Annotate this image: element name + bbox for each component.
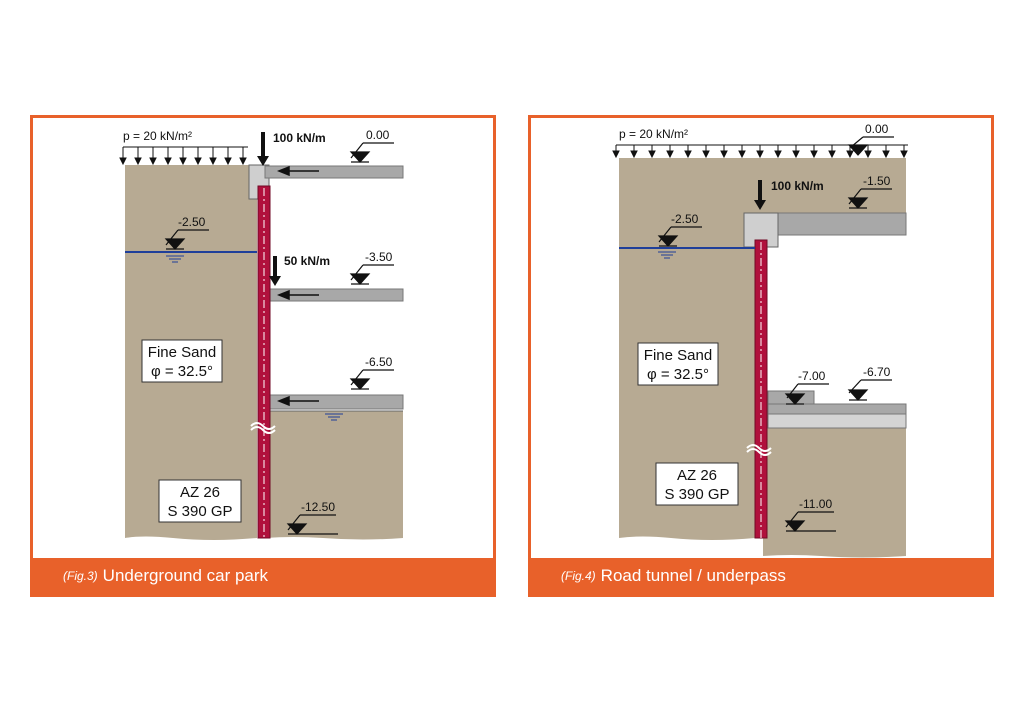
level-marker-water (657, 226, 702, 247)
level-marker-top (349, 142, 394, 163)
base-slab (767, 403, 907, 415)
figure-underground-car-park: p = 20 kN/m² 100 kN/m 50 kN/m 0.00 -2.50… (30, 115, 496, 597)
level-roof-label: -1.50 (863, 174, 891, 188)
caption-bar: (Fig.3) Underground car park (33, 558, 493, 594)
break-mark (746, 444, 772, 452)
soil-friction-angle: φ = 32.5° (151, 363, 213, 380)
surcharge-load (119, 146, 248, 166)
level-marker-top (847, 136, 894, 156)
soil-name: Fine Sand (148, 344, 216, 361)
surcharge-label: p = 20 kN/m² (619, 127, 688, 141)
soil-excavation-base (265, 411, 403, 540)
point-load-top-arrow (754, 180, 766, 210)
level-toe-label: -11.00 (799, 497, 832, 511)
point-load-top-label: 100 kN/m (771, 179, 824, 193)
water-symbol-left (166, 255, 184, 263)
figure-road-tunnel: p = 20 kN/m² 100 kN/m 0.00 -1.50 -2.50 -… (528, 115, 994, 597)
level-marker-toe (286, 514, 338, 535)
sheet-pile-wall (257, 185, 271, 539)
roof-slab (762, 212, 907, 236)
soil-mass (619, 158, 906, 540)
level-marker-slab2 (349, 264, 394, 285)
level-marker-slab3 (349, 369, 394, 390)
figure-title: Underground car park (102, 566, 269, 585)
level-marker-base-left (784, 383, 829, 405)
pile-section-box (655, 462, 739, 506)
level-marker-roof (847, 188, 892, 209)
break-mark (250, 422, 276, 430)
level-water-label: -2.50 (671, 212, 699, 226)
water-symbol (658, 251, 676, 259)
figure-ref: (Fig.4) (561, 569, 596, 583)
soil-friction-angle: φ = 32.5° (647, 366, 709, 383)
level-marker-water (164, 229, 209, 250)
level-slab3-label: -6.50 (365, 355, 393, 369)
point-load-top-arrow (257, 132, 269, 166)
point-load-mid-label: 50 kN/m (284, 254, 330, 268)
level-base-right-label: -6.70 (863, 365, 891, 379)
figure-title: Road tunnel / underpass (600, 566, 786, 585)
level-base-left-label: -7.00 (798, 369, 826, 383)
surcharge-label: p = 20 kN/m² (123, 129, 192, 143)
figure-ref: (Fig.3) (63, 569, 98, 583)
base-blinding (767, 413, 907, 429)
pile-grade: S 390 GP (664, 486, 729, 503)
soil-label-box (637, 342, 719, 386)
level-slab2-label: -3.50 (365, 250, 393, 264)
pile-section: AZ 26 (677, 467, 717, 484)
diagram-road-tunnel: p = 20 kN/m² 100 kN/m 0.00 -1.50 -2.50 -… (612, 122, 908, 558)
level-toe-label: -12.50 (301, 500, 335, 514)
soil-label-box (141, 339, 223, 383)
slab-reaction-arrows (276, 165, 319, 407)
level-top-label: 0.00 (366, 128, 390, 142)
soil-name: Fine Sand (644, 347, 712, 364)
pile-grade: S 390 GP (167, 503, 232, 520)
soil-excavation-base (763, 428, 906, 558)
pile-section-box (158, 479, 242, 523)
caption-bar: (Fig.4) Road tunnel / underpass (531, 558, 991, 594)
pile-section: AZ 26 (180, 484, 220, 501)
diagram-car-park: p = 20 kN/m² 100 kN/m 50 kN/m 0.00 -2.50… (119, 128, 404, 540)
point-load-top-label: 100 kN/m (273, 131, 326, 145)
level-top-label: 0.00 (865, 122, 889, 136)
level-water-label: -2.50 (178, 215, 206, 229)
point-load-mid-arrow (269, 256, 281, 286)
level-marker-base-right (847, 379, 892, 401)
water-symbol-right (325, 413, 343, 421)
level-marker-toe (784, 511, 836, 532)
slab-top (264, 165, 404, 179)
